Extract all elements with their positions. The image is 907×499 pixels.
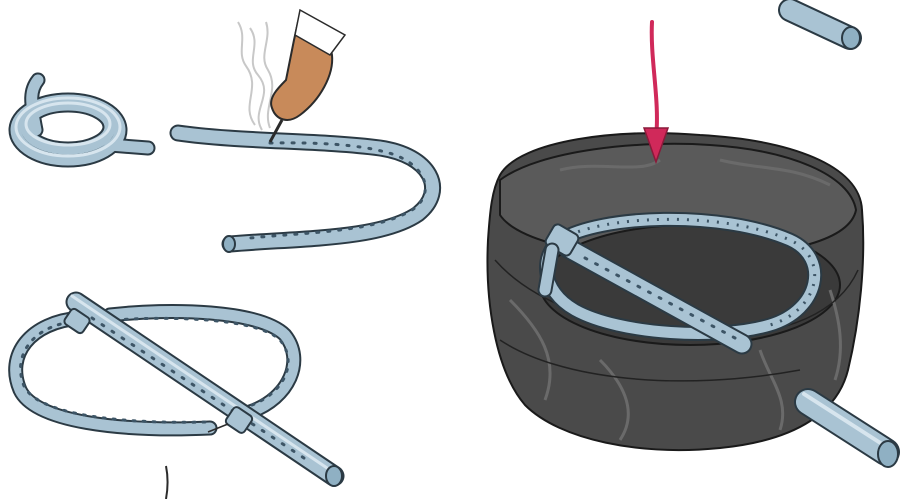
leader-line (166, 466, 168, 499)
perforated-ring-icon (16, 296, 342, 486)
coiled-hose-icon (16, 80, 148, 160)
hot-nail-hand-icon (270, 10, 345, 142)
smoke-icon (238, 22, 272, 130)
bag-assembly-icon (487, 10, 898, 467)
perforated-hose-icon (178, 133, 433, 252)
